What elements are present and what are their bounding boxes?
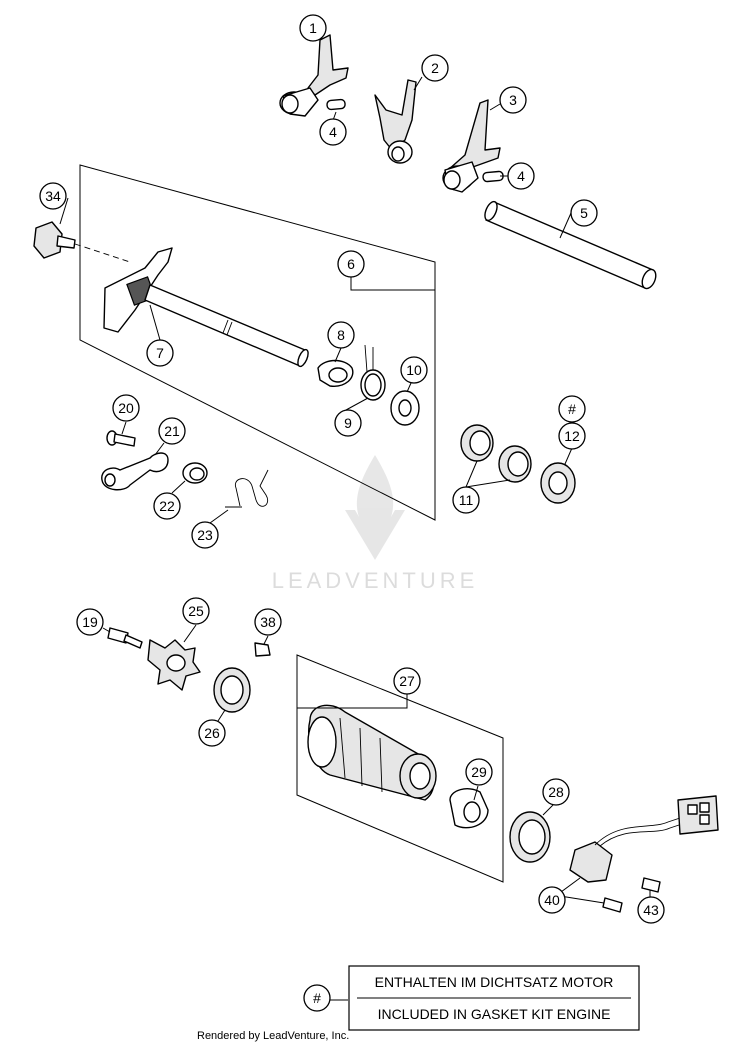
locking-lever-roller [182,462,208,484]
callout-26: 26 [198,719,226,747]
shift-fork-1 [279,34,349,117]
callout-4b: 4 [507,162,535,190]
callout-5: 5 [570,199,598,227]
callout-20: 20 [112,394,140,422]
svg-text:40: 40 [544,892,560,908]
return-spring [360,344,386,401]
gasket-kit-legend: # ENTHALTEN IM DICHTSATZ MOTOR INCLUDED … [303,965,640,1031]
shift-shaft-assembly-panel [79,164,436,521]
gear-position-sensor [569,795,719,883]
callout-38: 38 [254,608,282,636]
shaft-washer [390,390,420,426]
locking-lever-spring [225,469,269,508]
callout-3: 3 [499,86,527,114]
callout-25: 25 [182,597,210,625]
shift-lever-bolt [33,221,131,263]
shift-drum-locating-star [147,639,201,691]
callout-29: 29 [465,758,493,786]
svg-text:8: 8 [337,327,345,343]
callout-11: 11 [452,486,480,514]
callout-21: 21 [158,417,186,445]
shift-shaft [103,247,309,368]
svg-text:43: 43 [643,902,659,918]
svg-text:25: 25 [188,603,204,619]
watermark: LEADVENTURE [272,455,479,593]
needle-bearing-2 [498,445,532,483]
svg-text:22: 22 [159,498,175,514]
callout-kit-marker: # [558,395,586,423]
callout-43: 43 [637,896,665,924]
callout-9: 9 [334,409,362,437]
sensor-mounting-screw [641,877,661,893]
svg-text:4: 4 [329,124,337,140]
shift-drum-seal [213,667,251,713]
shift-drum-ring-bearing [509,811,551,863]
sensor-bolt [602,897,623,913]
legend-symbol: # [303,984,331,1012]
svg-text:9: 9 [344,415,352,431]
callout-23: 23 [191,521,219,549]
callout-12: 12 [558,422,586,450]
fork-pin-upper [326,98,346,111]
svg-text:#: # [313,990,321,1006]
callout-6: 6 [337,250,365,278]
callout-19: 19 [76,608,104,636]
watermark-logo-icon [356,455,394,555]
svg-text:20: 20 [118,400,134,416]
locking-lever-bolt [106,430,136,447]
leader-lines [59,37,651,1001]
svg-text:2: 2 [431,60,439,76]
callout-34: 34 [39,182,67,210]
svg-text:27: 27 [399,673,415,689]
render-credit: Rendered by LeadVenture, Inc. [197,1030,349,1042]
svg-text:6: 6 [347,256,355,272]
shift-fork-2 [374,79,417,164]
svg-text:21: 21 [164,423,180,439]
callout-1: 1 [299,14,327,42]
callout-4a: 4 [319,118,347,146]
svg-text:5: 5 [580,205,588,221]
legend-line-en: INCLUDED IN GASKET KIT ENGINE [378,1006,611,1022]
callout-28: 28 [542,778,570,806]
svg-text:10: 10 [406,362,422,378]
svg-text:1: 1 [309,20,317,36]
locating-star-screw [254,642,271,657]
shift-fork-3 [442,99,501,193]
shift-drum-assembly-panel [296,654,504,883]
svg-text:29: 29 [471,764,487,780]
svg-text:7: 7 [156,345,164,361]
shift-drum-bearing [449,788,489,829]
shaft-seal-ring [540,462,576,504]
callout-22: 22 [153,492,181,520]
callout-8: 8 [327,321,355,349]
svg-text:#: # [568,401,576,417]
svg-text:12: 12 [564,428,580,444]
svg-text:3: 3 [509,92,517,108]
needle-bearing-1 [460,424,494,462]
svg-text:4: 4 [517,168,525,184]
watermark-logo-v-icon [345,510,405,560]
callout-27: 27 [393,667,421,695]
callout-40: 40 [538,886,566,914]
callout-2: 2 [421,54,449,82]
callout-10: 10 [400,356,428,384]
svg-text:34: 34 [45,188,61,204]
legend-line-de: ENTHALTEN IM DICHTSATZ MOTOR [375,974,614,990]
svg-text:38: 38 [260,614,276,630]
callout-7: 7 [146,339,174,367]
shift-shaft-clip [317,359,354,387]
shift-rail [484,200,657,290]
svg-text:19: 19 [82,614,98,630]
svg-text:11: 11 [459,492,474,508]
svg-text:23: 23 [197,527,213,543]
svg-text:28: 28 [548,784,564,800]
shift-drum [307,704,437,801]
shift-drum-locating-bolt [107,627,143,649]
locking-lever [101,452,169,491]
svg-text:26: 26 [204,725,220,741]
watermark-text: LEADVENTURE [272,568,479,593]
